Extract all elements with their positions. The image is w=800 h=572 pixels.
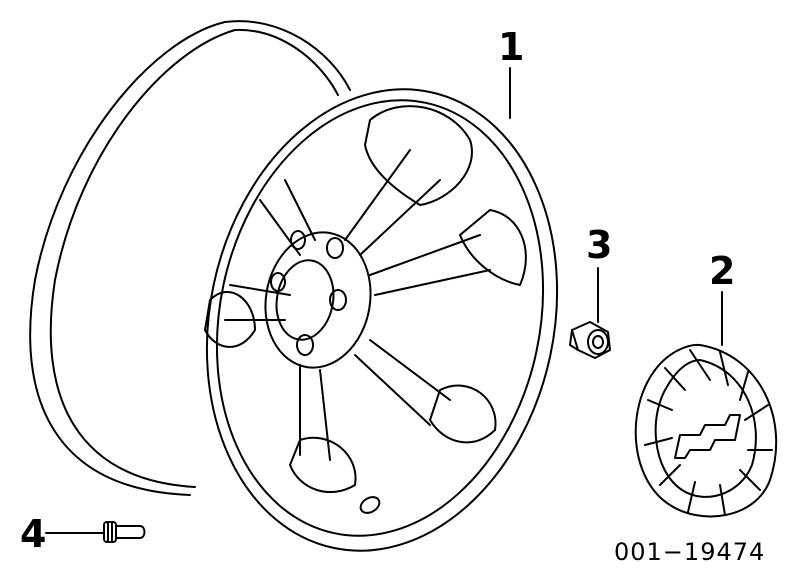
valve-stem — [103, 521, 146, 543]
callout-valve-stem: 4 — [20, 512, 47, 556]
figure-id: 001−19474 — [614, 538, 766, 566]
callout-wheel: 1 — [498, 25, 525, 69]
callout-center-cap: 2 — [709, 249, 736, 293]
callout-lug-nut: 3 — [586, 223, 613, 267]
leader-lines — [45, 67, 723, 534]
lug-nut — [569, 321, 611, 359]
wheel-rim — [29, 20, 559, 552]
center-cap — [634, 343, 778, 518]
